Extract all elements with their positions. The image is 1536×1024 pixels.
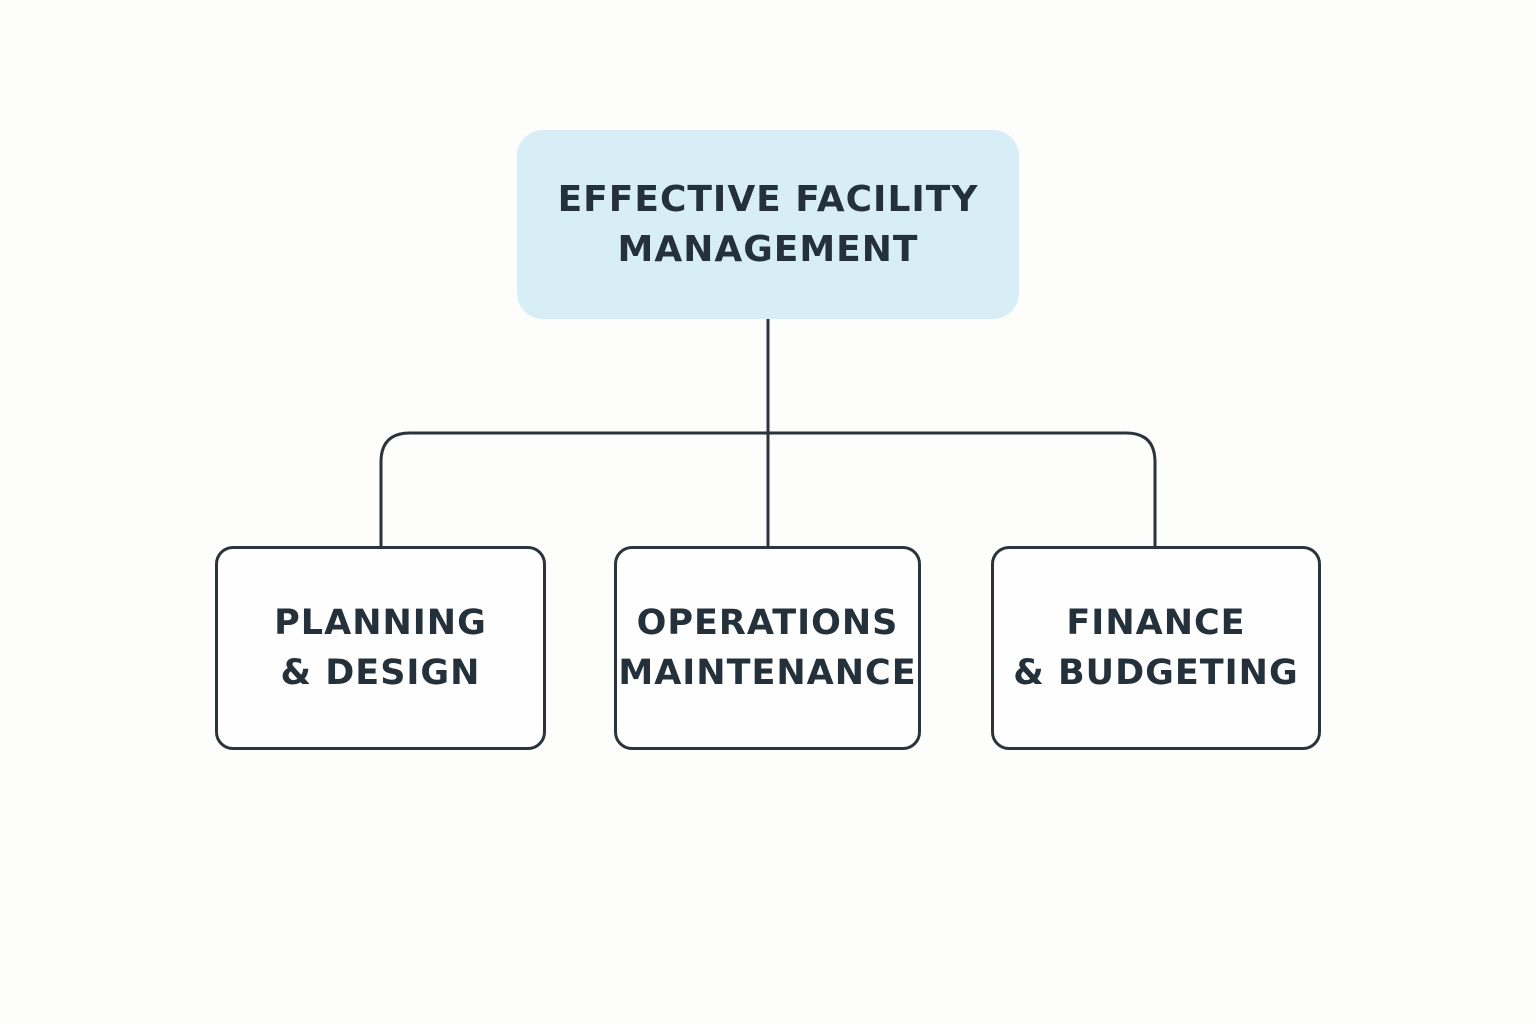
- root-node-label-line1: EFFECTIVE FACILITY: [557, 178, 979, 220]
- node-finance-budgeting-line1: FINANCE: [1066, 603, 1246, 643]
- node-operations-maintenance: OPERATIONS MAINTENANCE: [614, 546, 921, 750]
- connector-branch-bar: [379, 431, 1157, 546]
- root-node-label-line2: MANAGEMENT: [617, 228, 919, 270]
- node-planning-design: PLANNING & DESIGN: [215, 546, 546, 750]
- node-finance-budgeting-line2: & BUDGETING: [1013, 653, 1299, 693]
- node-finance-budgeting: FINANCE & BUDGETING: [991, 546, 1321, 750]
- node-planning-design-line1: PLANNING: [274, 603, 487, 643]
- node-operations-maintenance-line1: OPERATIONS: [636, 603, 899, 643]
- node-planning-design-line2: & DESIGN: [280, 653, 481, 693]
- root-node: EFFECTIVE FACILITY MANAGEMENT: [517, 130, 1019, 319]
- node-operations-maintenance-line2: MAINTENANCE: [618, 653, 917, 693]
